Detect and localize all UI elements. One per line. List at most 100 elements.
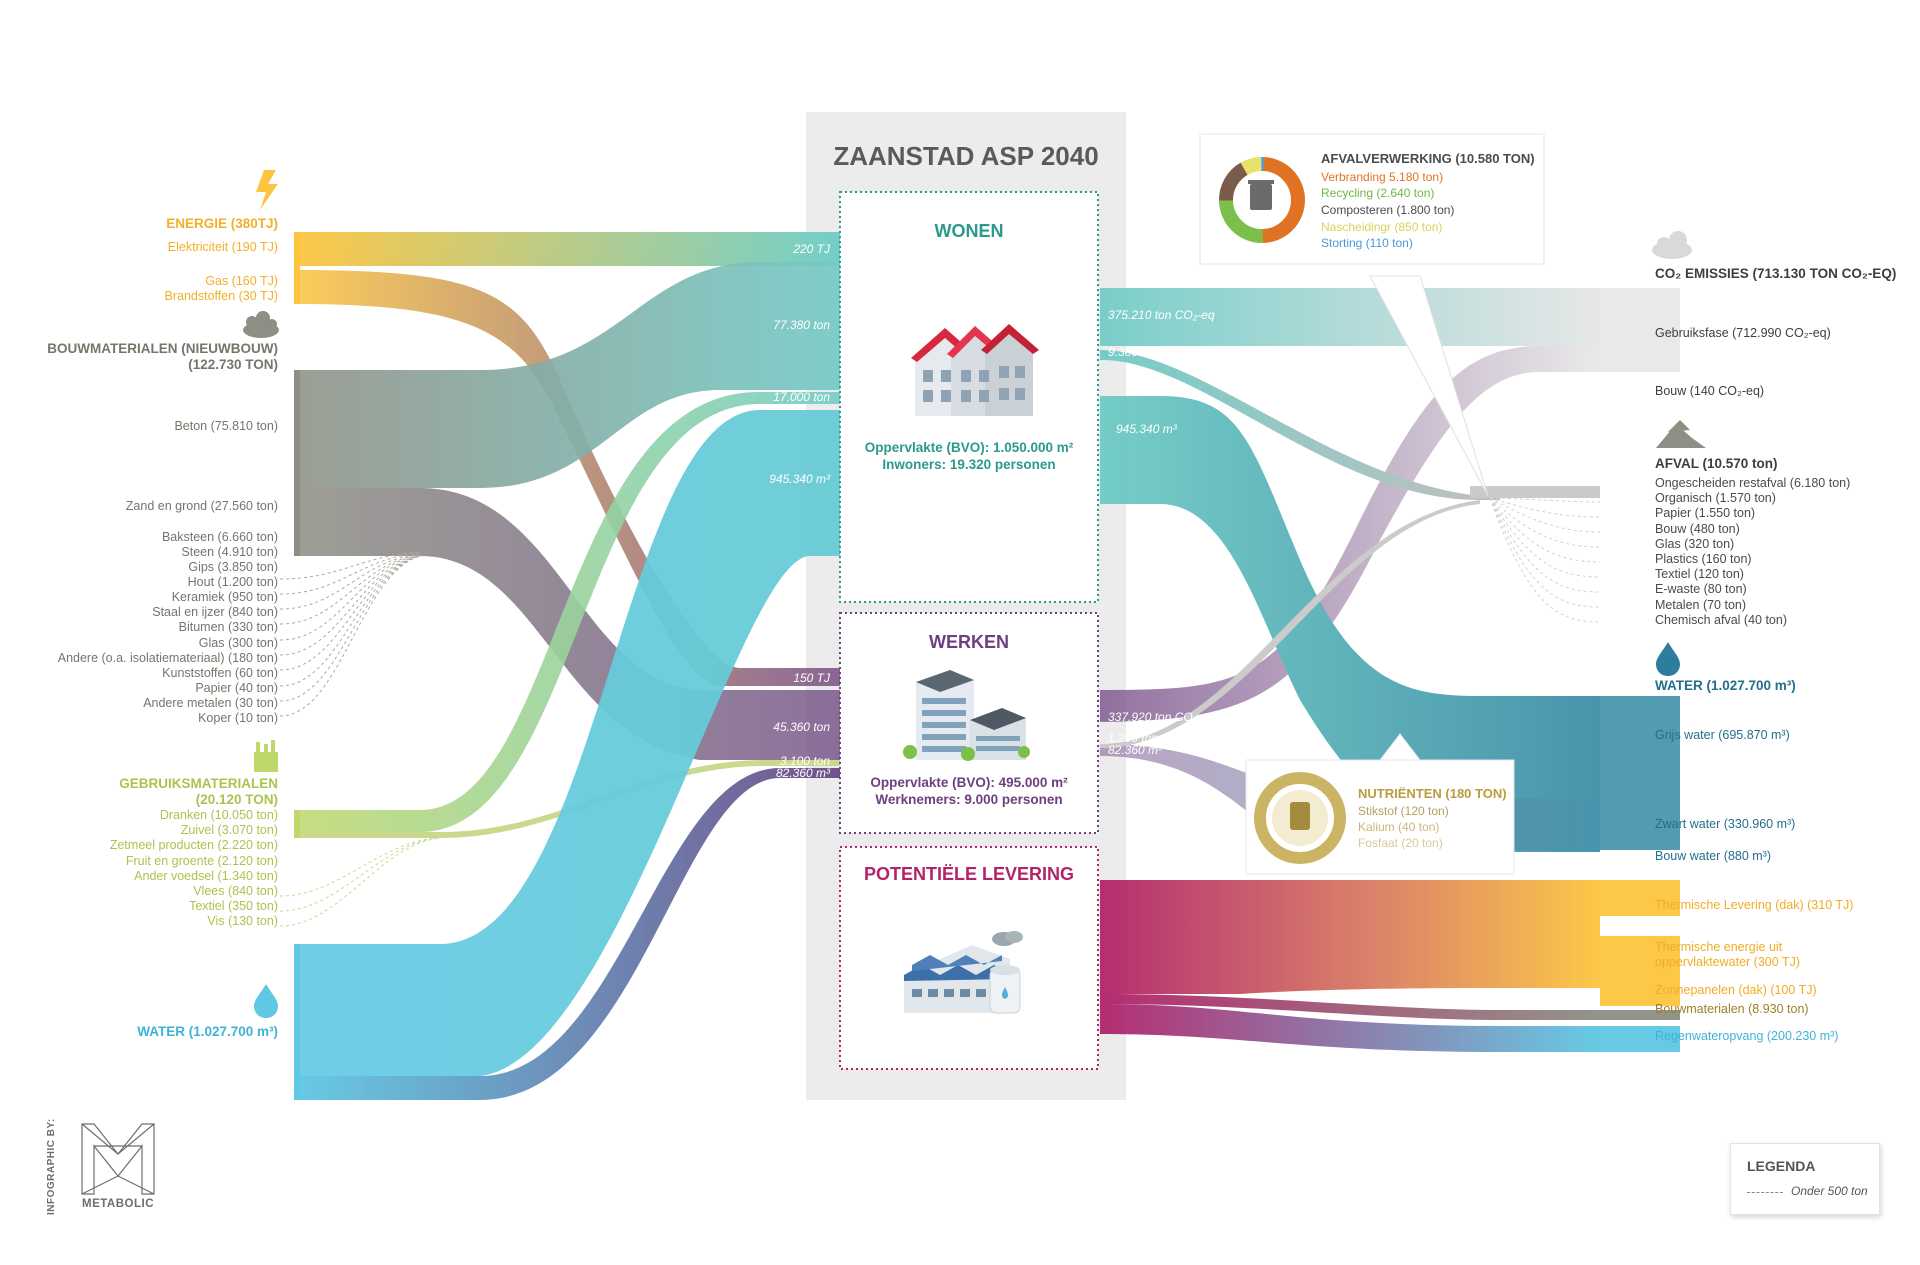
bouw-item: Bitumen (330 ton) xyxy=(178,620,278,634)
bouw-item: Beton (75.810 ton) xyxy=(174,419,278,433)
afval-item: E-waste (80 ton) xyxy=(1655,582,1747,597)
water-out-title: WATER (1.027.700 m³) xyxy=(1655,678,1796,693)
credit-name: METABOLIC xyxy=(82,1198,155,1210)
flow-elektriciteit-wonen xyxy=(294,232,840,266)
afvalverwerking-popup xyxy=(1199,133,1545,497)
levering-item: Thermische Levering (dak) (310 TJ) xyxy=(1655,898,1854,912)
gebruik-item: Dranken (10.050 ton) xyxy=(159,808,278,822)
bouw-title-amount: (122.730 TON) xyxy=(188,357,278,372)
nutrienten-popup xyxy=(1245,733,1515,875)
wonen-out-co2: 375.210 ton CO₂-eq xyxy=(1108,308,1215,322)
right-flows xyxy=(1100,288,1680,1052)
wonen-inhabitants: Inwoners: 19.320 personen xyxy=(882,457,1056,472)
co2-title: CO₂ EMISSIES (713.130 TON CO₂-EQ) xyxy=(1655,266,1897,281)
levering-title: POTENTIËLE LEVERING xyxy=(863,864,1075,884)
left-bars xyxy=(294,232,300,1100)
gebruik-item: Vlees (840 ton) xyxy=(193,884,278,898)
bouw-item: Gips (3.850 ton) xyxy=(188,560,278,574)
wonen-out-afval: 9.380 ton xyxy=(1108,345,1159,359)
afvalverwerking-item: Storting (110 ton) xyxy=(1321,236,1413,250)
werken-out-co2: 337.920 ton CO₂-eq xyxy=(1108,710,1215,724)
flow-levering-energie xyxy=(1100,880,1600,994)
lightning-icon xyxy=(256,170,278,210)
bouw-item: Glas (300 ton) xyxy=(198,636,278,650)
metabolic-logo xyxy=(81,1123,155,1195)
afval-item: Chemisch afval (40 ton) xyxy=(1655,612,1788,627)
levering-item: Bouwmaterialen (8.930 ton) xyxy=(1655,1002,1809,1016)
water-in-title: WATER (1.027.700 m³) xyxy=(137,1024,278,1039)
nutrienten-item: Stikstof (120 ton) xyxy=(1358,804,1449,818)
afval-title: AFVAL (10.570 ton) xyxy=(1655,456,1778,471)
afvalverwerking-donut xyxy=(1219,157,1305,243)
flow-werken-afval xyxy=(1100,500,1480,748)
flow-water-wonen xyxy=(294,410,840,1076)
bouw-item: Hout (1.200 ton) xyxy=(187,575,278,589)
bouw-item: Staal en ijzer (840 ton) xyxy=(152,605,278,619)
donut-segment xyxy=(1219,162,1248,201)
flow-wonen-water xyxy=(1100,396,1600,852)
afval-item: Plastics (160 ton) xyxy=(1655,552,1752,566)
levering-item: Thermische energie uit xyxy=(1655,940,1783,954)
water-out-item: Zwart water (330.960 m³) xyxy=(1655,817,1796,831)
levering-item: Zonnepanelen (dak) (100 TJ) xyxy=(1655,983,1817,997)
afval-item: Bouw (480 ton) xyxy=(1655,521,1740,536)
bouw-item: Baksteen (6.660 ton) xyxy=(161,530,278,544)
flow-beton-wonen xyxy=(294,262,840,488)
bouw-item: Keramiek (950 ton) xyxy=(171,590,278,604)
gebruik-item: Ander voedsel (1.340 ton) xyxy=(134,868,278,883)
afval-item: Glas (320 ton) xyxy=(1655,536,1735,551)
waste-bin-icon xyxy=(1250,184,1272,210)
page-title: ZAANSTAD ASP 2040 xyxy=(833,141,1099,171)
energie-item: Elektriciteit (190 TJ) xyxy=(167,240,278,254)
wonen-title: WONEN xyxy=(934,221,1004,241)
legend-dashed-line xyxy=(1747,1192,1783,1193)
co2-item: Gebruiksfase (712.990 CO₂-eq) xyxy=(1655,326,1831,340)
werken-out-water: 82.360 m³ xyxy=(1108,743,1163,757)
houses-icon xyxy=(911,324,1039,416)
wonen-in-bouw: 77.380 ton xyxy=(773,318,830,332)
credit-by: INFOGRAPHIC BY: xyxy=(46,1118,57,1215)
afval-item: Papier (1.550 ton) xyxy=(1655,506,1756,521)
donut-segment xyxy=(1219,200,1263,243)
left-flows xyxy=(279,232,840,1100)
werken-out-afval: 1.200 ton xyxy=(1108,731,1159,745)
water-out-item: Bouw water (880 m³) xyxy=(1655,849,1772,863)
gebruik-item: Zuivel (3.070 ton) xyxy=(180,823,278,838)
nutrienten-item: Kalium (40 ton) xyxy=(1358,820,1440,834)
werken-in-gebruik: 3.100 ton xyxy=(779,754,830,768)
afval-item: Metalen (70 ton) xyxy=(1655,597,1747,612)
wonen-in-gebruik: 17.000 ton xyxy=(773,390,830,404)
energie-item: Gas (160 TJ) xyxy=(205,274,278,288)
donut-segment xyxy=(1262,157,1305,243)
bouw-item: Steen (4.910 ton) xyxy=(181,545,278,559)
nutrienten-item: Fosfaat (20 ton) xyxy=(1358,836,1443,850)
flow-levering-bouwmat xyxy=(1100,994,1600,1020)
wonen-in-energy: 220 TJ xyxy=(793,242,830,256)
flow-gebruik-wonen xyxy=(294,391,840,832)
gebruik-item: Zetmeel producten (2.220 ton) xyxy=(109,838,278,853)
cloud-icon xyxy=(1652,231,1692,259)
energie-title: ENERGIE (380TJ) xyxy=(166,216,278,231)
water-drop-icon-left xyxy=(254,984,278,1018)
energie-item: Brandstoffen (30 TJ) xyxy=(164,289,279,303)
bouw-item: Andere (o.a. isolatiemateriaal) (180 ton… xyxy=(57,651,278,665)
bouw-item: Andere metalen (30 ton) xyxy=(143,696,278,710)
flow-wonen-afval xyxy=(1100,350,1500,500)
flow-wonen-co2 xyxy=(1100,288,1600,346)
gebruik-title-amount: (20.120 TON) xyxy=(195,792,278,807)
afvalverwerking-item: Verbranding 5.180 ton) xyxy=(1321,170,1444,184)
office-icon xyxy=(903,670,1030,761)
afvalverwerking-item: Nascheidingr (850 ton) xyxy=(1321,220,1443,234)
waste-pile-icon xyxy=(1656,420,1706,448)
bouw-item: Koper (10 ton) xyxy=(198,711,278,725)
gebruik-item: Textiel (350 ton) xyxy=(189,899,278,914)
fertilizer-bag-icon xyxy=(1290,802,1310,830)
nutrienten-title: NUTRIËNTEN (180 TON) xyxy=(1358,786,1507,801)
werken-area: Oppervlakte (BVO): 495.000 m² xyxy=(870,775,1068,790)
legend: LEGENDA Onder 500 ton xyxy=(1730,1143,1880,1215)
werken-in-water: 82.360 m³ xyxy=(775,766,830,780)
flow-afval-main xyxy=(1470,486,1600,498)
afval-item: Ongescheiden restafval (6.180 ton) xyxy=(1655,476,1851,490)
bouw-item: Papier (40 ton) xyxy=(195,681,278,695)
